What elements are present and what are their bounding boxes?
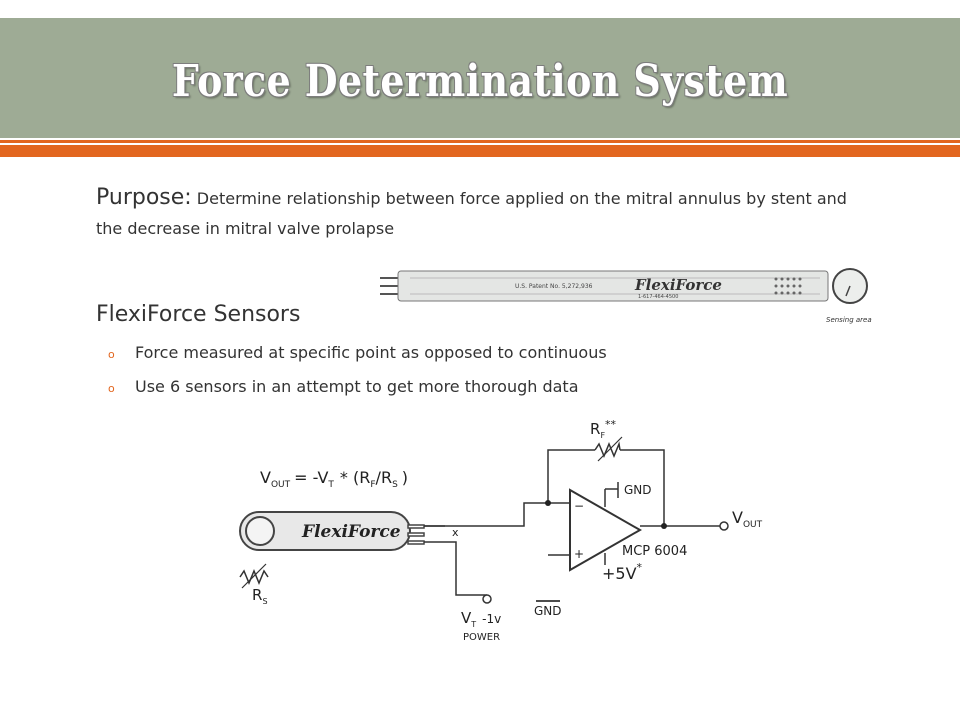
sensor-pins [407, 524, 425, 545]
x-mark: x [452, 526, 459, 539]
vt-sub: T [470, 620, 476, 629]
rs-resistor [239, 569, 269, 585]
op-amp-plus: + [574, 547, 584, 561]
rf-sup: ** [605, 418, 617, 431]
title-bar: Force Determination System [0, 18, 960, 138]
accent-line-thick [0, 145, 960, 157]
purpose-label: Purpose: [96, 185, 192, 210]
sensor-patent: U.S. Patent No. 5,272,936 [515, 283, 593, 290]
vout-sub: OUT [743, 520, 763, 530]
eq-div: /R [376, 468, 393, 487]
rf-label: RF** [590, 418, 617, 440]
sensor-brand: FlexiForce [634, 276, 722, 294]
op-amp-minus: − [574, 499, 584, 513]
rs-label: RS [252, 586, 268, 606]
eq-v: V [260, 468, 271, 487]
sensor-strip [397, 270, 829, 302]
sub-bullet-text-2: Use 6 sensors in an attempt to get more … [135, 377, 579, 396]
sensing-area-label: Sensing area [826, 316, 872, 324]
sensor-dots [774, 277, 802, 295]
sensor-phone: 1-617-464-4500 [638, 294, 678, 300]
vout-label: VOUT [732, 508, 763, 530]
supply-text: +5V [602, 564, 637, 583]
junction-dot [545, 500, 551, 506]
equation: VOUT= -VT * (RF/RS) [260, 468, 408, 490]
vt-label: VT -1v [461, 609, 501, 629]
vout-terminal [719, 521, 729, 531]
sub-bullet-text-1: Force measured at specific point as oppo… [135, 343, 607, 362]
rf-sub: F [600, 431, 605, 440]
junction-dot [661, 523, 667, 529]
eq-rest: * (R [340, 468, 370, 487]
eq-out-sub: OUT [271, 480, 291, 490]
supply-label: +5V* [602, 561, 643, 583]
chip-label: MCP 6004 [622, 544, 687, 559]
bullet-flexiforce: FlexiForce Sensors [96, 302, 301, 327]
sensor-photo: U.S. Patent No. 5,272,936 FlexiForce 1-6… [380, 268, 872, 324]
rf-resistor [594, 441, 621, 458]
circuit-diagram: VOUT= -VT* (RF/RS) FlexiForce x RF** − +… [239, 418, 763, 643]
bullet-purpose: Purpose: Determine relationship between … [96, 183, 856, 244]
vt-value: -1v [482, 612, 501, 626]
slide-title: Force Determination System [171, 56, 789, 107]
circuit-sensing-area [245, 516, 275, 546]
sub-bullet-icon: o [108, 348, 115, 361]
accent-line-thin [0, 140, 960, 143]
eq-mid: = -V [294, 468, 328, 487]
rf-r: R [590, 420, 600, 438]
op-amp [569, 488, 643, 572]
power-label: POWER [463, 632, 500, 643]
gnd-top-label: GND [624, 483, 652, 497]
rs-r: R [252, 586, 262, 604]
vt-v: V [461, 609, 472, 627]
gnd-bottom-label: GND [534, 604, 562, 618]
vt-terminal [482, 594, 492, 604]
sub-bullet-icon: o [108, 382, 115, 395]
eq-close: ) [402, 468, 408, 487]
vout-v: V [732, 508, 743, 527]
eq-t-sub: T [327, 480, 334, 490]
purpose-text: Determine relationship between force app… [96, 189, 847, 238]
eq-f-sub: F [370, 480, 375, 490]
rs-arrow [241, 563, 267, 589]
circuit-sensor-body [239, 511, 411, 551]
circuit-wires [424, 449, 720, 596]
circuit-sensor-brand: FlexiForce [301, 522, 401, 542]
rs-sub: S [262, 597, 267, 606]
rf-arrow [597, 436, 623, 462]
supply-sup: * [637, 561, 643, 574]
eq-s-sub: S [392, 480, 398, 490]
